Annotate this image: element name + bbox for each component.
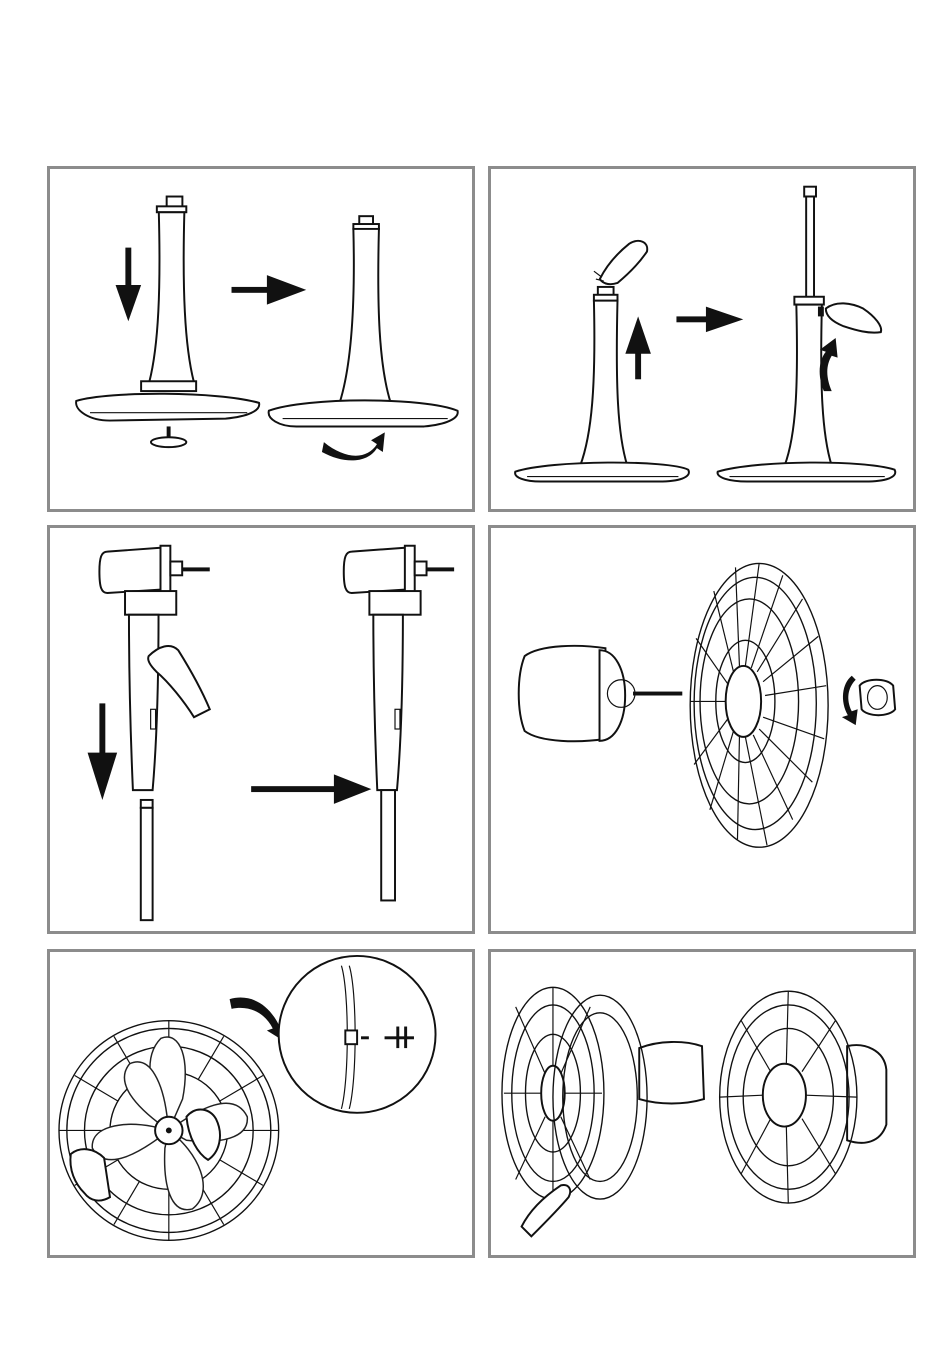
base-left bbox=[515, 463, 689, 482]
arrow-right-icon bbox=[676, 307, 743, 333]
base-right bbox=[269, 400, 458, 426]
blade-attach-illustration bbox=[50, 952, 472, 1255]
guard-nut bbox=[860, 680, 895, 715]
rear-guard-illustration bbox=[491, 528, 913, 931]
step-panel-5 bbox=[47, 949, 475, 1258]
step-panel-1 bbox=[47, 166, 475, 512]
detail-magnifier bbox=[279, 956, 436, 1113]
base-left bbox=[76, 394, 259, 447]
base-right bbox=[718, 463, 896, 482]
rotate-arrow-icon bbox=[842, 676, 858, 725]
pole-extended bbox=[785, 187, 832, 466]
step-panel-4 bbox=[488, 525, 916, 934]
motor-head-illustration bbox=[50, 528, 472, 931]
stand-base-illustration bbox=[50, 169, 472, 509]
rotate-arrow-icon bbox=[820, 338, 838, 391]
arrow-down-icon bbox=[88, 703, 118, 800]
step-panel-3 bbox=[47, 525, 475, 934]
hand-icon bbox=[522, 1185, 571, 1236]
pole-right bbox=[340, 216, 391, 403]
hand-icon bbox=[594, 241, 647, 284]
rotate-arrow-icon bbox=[230, 998, 285, 1041]
hand-icon bbox=[70, 1149, 110, 1200]
rotate-arrow-icon bbox=[322, 432, 385, 460]
arrow-right-icon bbox=[232, 275, 307, 304]
step-panel-2 bbox=[488, 166, 916, 512]
arrow-up-icon bbox=[625, 316, 651, 379]
step-panel-6 bbox=[488, 949, 916, 1258]
hand-icon bbox=[826, 303, 881, 332]
front-guard-illustration bbox=[491, 952, 913, 1255]
pole-extension-illustration bbox=[491, 169, 913, 509]
fan-guard-with-blades bbox=[59, 1021, 279, 1241]
rear-guard bbox=[690, 563, 828, 847]
motor-head-right bbox=[344, 546, 454, 901]
pole-left bbox=[141, 197, 196, 392]
guard-open-assembly bbox=[502, 987, 704, 1199]
assembled-fan-head bbox=[720, 991, 887, 1203]
pole-left bbox=[580, 287, 627, 466]
arrow-right-icon bbox=[251, 774, 371, 804]
arrow-down-icon bbox=[116, 248, 142, 322]
pole-lower bbox=[141, 800, 153, 920]
motor-housing bbox=[519, 646, 683, 741]
fan-blades bbox=[92, 1037, 247, 1210]
